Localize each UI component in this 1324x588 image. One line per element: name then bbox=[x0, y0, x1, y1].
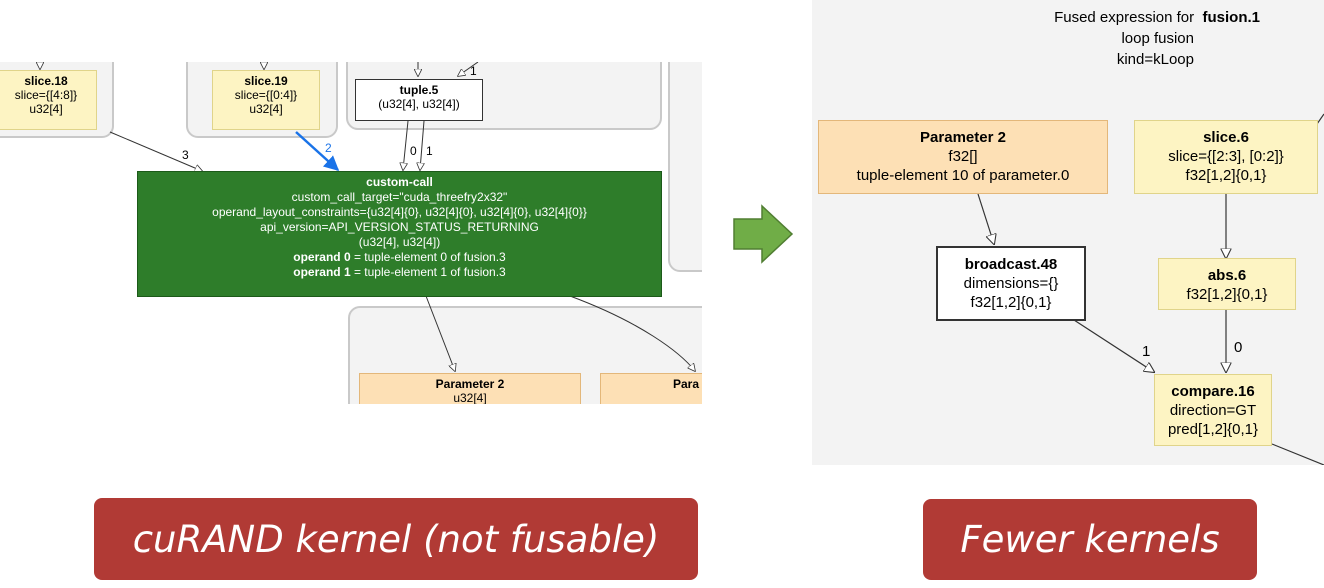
node-compare16-line1: direction=GT bbox=[1169, 402, 1257, 419]
node-custom-call-line4: (u32[4], u32[4]) bbox=[358, 235, 441, 249]
edge-into-tuple5-b bbox=[458, 62, 479, 76]
node-parameter2-right[interactable]: Parameter 2 f32[] tuple-element 10 of pa… bbox=[818, 120, 1108, 194]
fusion-header-prefix: Fused expression for bbox=[1054, 9, 1195, 26]
node-custom-call[interactable]: custom-call custom_call_target="cuda_thr… bbox=[137, 171, 662, 297]
node-compare16[interactable]: compare.16 direction=GT pred[1,2]{0,1} bbox=[1154, 374, 1272, 446]
node-slice19-line2: u32[4] bbox=[249, 102, 283, 116]
node-custom-call-line3: api_version=API_VERSION_STATUS_RETURNING bbox=[260, 220, 539, 234]
edge-customcall-to-param2 bbox=[425, 295, 455, 371]
edge-customcall-to-right bbox=[569, 295, 695, 371]
edge-label-0: 0 bbox=[410, 144, 417, 158]
edge-tuple5-to-customcall-1 bbox=[420, 120, 424, 170]
edge-tuple5-to-customcall-0 bbox=[403, 120, 409, 170]
left-edges: 3 2 0 1 1 bbox=[0, 62, 702, 404]
node-parameter2-left-title: Parameter 2 bbox=[435, 377, 505, 391]
operand0-label: operand 0 bbox=[293, 250, 351, 264]
node-slice18-line1: slice={[4:8]} bbox=[14, 88, 78, 102]
node-parameter-partial-title: Para bbox=[673, 377, 700, 391]
banner-left-text: cuRAND kernel (not fusable) bbox=[132, 517, 660, 561]
node-parameter-partial[interactable]: Para bbox=[600, 373, 702, 404]
node-slice19-title: slice.19 bbox=[244, 74, 288, 88]
node-abs6[interactable]: abs.6 f32[1,2]{0,1} bbox=[1158, 258, 1296, 310]
node-parameter2-left[interactable]: Parameter 2 u32[4] bbox=[359, 373, 581, 404]
node-slice18[interactable]: slice.18 slice={[4:8]} u32[4] bbox=[0, 70, 97, 130]
node-compare16-line2: pred[1,2]{0,1} bbox=[1167, 421, 1259, 438]
edge-slice18-to-customcall bbox=[109, 131, 202, 171]
edge-broadcast-to-compare bbox=[1073, 319, 1154, 372]
node-slice6[interactable]: slice.6 slice={[2:3], [0:2]} f32[1,2]{0,… bbox=[1134, 120, 1318, 194]
edge-compare-out bbox=[1271, 443, 1324, 465]
edge-label-3: 3 bbox=[182, 148, 189, 162]
node-custom-call-line2: operand_layout_constraints={u32[4]{0}, u… bbox=[212, 205, 587, 219]
node-slice18-line2: u32[4] bbox=[29, 102, 63, 116]
operand1-value: = tuple-element 1 of fusion.3 bbox=[350, 265, 506, 279]
node-abs6-line1: f32[1,2]{0,1} bbox=[1186, 286, 1268, 303]
edge-label-1-top: 1 bbox=[470, 64, 477, 78]
node-slice6-line1: slice={[2:3], [0:2]} bbox=[1168, 148, 1284, 165]
banner-right: Fewer kernels bbox=[923, 499, 1257, 580]
right-edges: 1 0 bbox=[977, 113, 1324, 465]
node-broadcast48-line1: dimensions={} bbox=[963, 275, 1059, 292]
node-abs6-title: abs.6 bbox=[1207, 267, 1247, 284]
node-parameter2-right-line2: tuple-element 10 of parameter.0 bbox=[856, 167, 1070, 184]
operand1-label: operand 1 bbox=[293, 265, 351, 279]
left-graph-panel: 3 2 0 1 1 slice.18 slice={[4:8]} u32[4] … bbox=[0, 62, 702, 404]
fusion-header: Fused expression for fusion.1 loop fusio… bbox=[812, 7, 1260, 70]
node-parameter2-left-line1: u32[4] bbox=[453, 391, 487, 404]
transform-arrow-icon bbox=[733, 204, 794, 264]
edge-slice19-to-customcall bbox=[295, 131, 340, 172]
edge-label-2: 2 bbox=[325, 141, 332, 155]
node-broadcast48[interactable]: broadcast.48 dimensions={} f32[1,2]{0,1} bbox=[936, 246, 1086, 321]
node-custom-call-line1: custom_call_target="cuda_threefry2x32" bbox=[291, 190, 508, 204]
node-slice18-title: slice.18 bbox=[24, 74, 68, 88]
banner-right-text: Fewer kernels bbox=[960, 518, 1220, 561]
edge-label-0-right: 0 bbox=[1234, 339, 1242, 356]
fusion-header-line2: loop fusion bbox=[1121, 30, 1194, 47]
fusion-header-line1: Fused expression for fusion.1 bbox=[812, 7, 1260, 28]
node-compare16-title: compare.16 bbox=[1171, 383, 1255, 400]
cluster-right-edge bbox=[668, 62, 702, 272]
node-tuple5-title: tuple.5 bbox=[399, 83, 439, 97]
node-tuple5-line1: (u32[4], u32[4]) bbox=[378, 97, 460, 111]
node-broadcast48-line2: f32[1,2]{0,1} bbox=[970, 294, 1052, 311]
edge-param2-to-broadcast bbox=[977, 193, 994, 244]
node-custom-call-title: custom-call bbox=[366, 175, 433, 189]
fusion-header-line3: kind=kLoop bbox=[1116, 51, 1194, 68]
banner-left: cuRAND kernel (not fusable) bbox=[94, 498, 698, 580]
node-slice19-line1: slice={[0:4]} bbox=[234, 88, 298, 102]
node-slice6-line2: f32[1,2]{0,1} bbox=[1185, 167, 1267, 184]
node-tuple5[interactable]: tuple.5 (u32[4], u32[4]) bbox=[355, 79, 483, 121]
node-parameter2-right-title: Parameter 2 bbox=[920, 129, 1006, 146]
node-parameter2-right-line1: f32[] bbox=[948, 148, 978, 165]
node-custom-call-operand1: operand 1 = tuple-element 1 of fusion.3 bbox=[138, 265, 661, 280]
node-custom-call-operand0: operand 0 = tuple-element 0 of fusion.3 bbox=[138, 250, 661, 265]
fusion-header-name: fusion.1 bbox=[1202, 9, 1260, 26]
node-slice19[interactable]: slice.19 slice={[0:4]} u32[4] bbox=[212, 70, 320, 130]
right-graph-panel: Fused expression for fusion.1 loop fusio… bbox=[812, 0, 1324, 465]
operand0-value: = tuple-element 0 of fusion.3 bbox=[350, 250, 506, 264]
node-broadcast48-title: broadcast.48 bbox=[964, 256, 1058, 273]
edge-label-1: 1 bbox=[426, 144, 433, 158]
edge-label-1-right: 1 bbox=[1142, 343, 1150, 360]
node-slice6-title: slice.6 bbox=[1203, 129, 1249, 146]
edge-into-right-node bbox=[1316, 113, 1324, 125]
